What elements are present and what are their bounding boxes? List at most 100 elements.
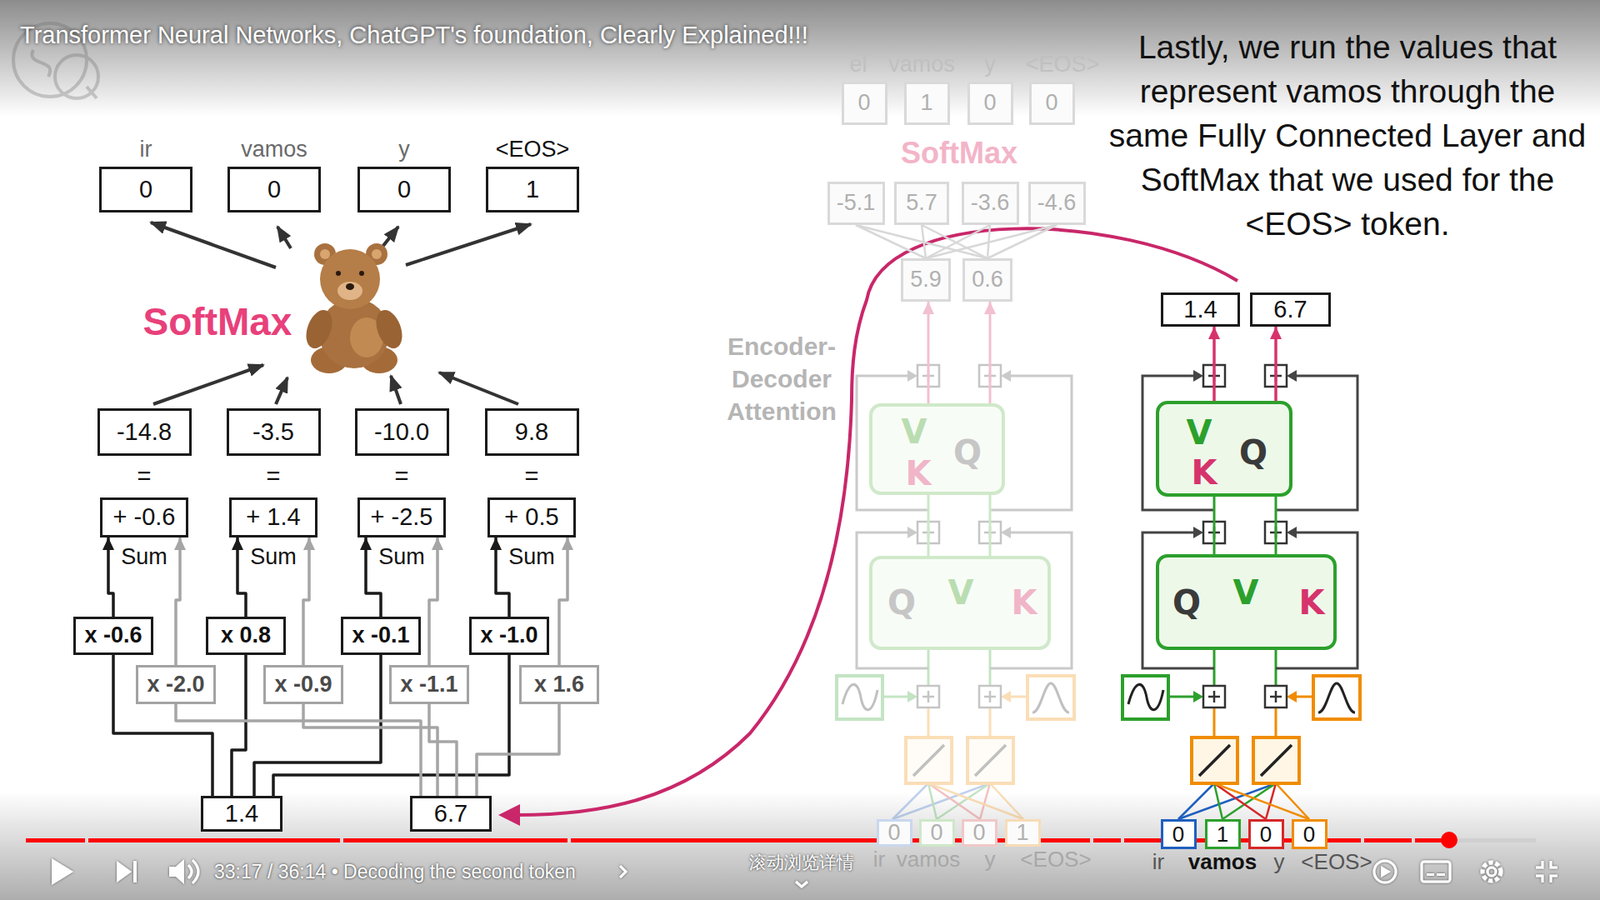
value-text: x 1.6 <box>534 672 585 698</box>
section-label: Encoder- Decoder Attention <box>719 330 845 428</box>
faded-value-box: 0vamos <box>919 819 955 847</box>
softmax-arrows <box>405 224 531 265</box>
value-text: 0 <box>930 820 943 846</box>
softmax-arrows <box>382 226 399 247</box>
token-label: vamos <box>240 137 308 163</box>
value-box: -3.5 <box>226 408 321 456</box>
token-label: y <box>1274 850 1285 875</box>
connector-line <box>987 225 1057 259</box>
value-box: 9.8 <box>485 408 580 456</box>
faded-value-box: -3.6 <box>961 181 1020 225</box>
progress-bar <box>88 838 340 843</box>
value-text: + 1.4 <box>245 504 300 531</box>
connector-line <box>989 301 992 404</box>
connector <box>987 225 990 259</box>
token-label: y <box>985 847 996 872</box>
progress-bar <box>1440 831 1458 849</box>
value-text: 9.8 <box>515 419 549 446</box>
decoder <box>1122 365 1360 820</box>
connector <box>174 537 186 665</box>
progress-bar <box>25 838 85 843</box>
connector <box>922 301 935 404</box>
player-controls <box>192 860 199 884</box>
progress-bar <box>343 838 568 843</box>
token-label: vamos <box>888 52 955 78</box>
value-text: x -0.6 <box>84 623 142 649</box>
connector <box>360 537 381 617</box>
value-text: x -0.1 <box>351 623 410 649</box>
faded-value-box: -4.6 <box>1028 181 1086 225</box>
value-text: 1 <box>1216 822 1229 847</box>
value-text: 0 <box>267 176 281 204</box>
value-text: x 0.8 <box>220 623 271 649</box>
value-box: + 0.5 <box>487 497 576 538</box>
attention-letter: V <box>1233 574 1260 611</box>
progress-bar <box>1364 838 1412 843</box>
connector-line <box>175 537 180 665</box>
connector <box>1208 326 1220 401</box>
value-box: + 1.4 <box>229 497 318 538</box>
value-box: + -0.6 <box>100 497 189 538</box>
connector <box>1270 326 1282 401</box>
connector-line <box>925 225 990 259</box>
connector <box>984 301 996 404</box>
value-box: vamos0 <box>227 166 321 213</box>
connector <box>987 225 1057 259</box>
value-text: -3.6 <box>970 190 1010 216</box>
connector <box>921 225 988 259</box>
teddy-bear <box>301 306 338 353</box>
value-text: 0 <box>1260 822 1272 847</box>
teddy-bear <box>320 249 330 260</box>
value-text: 6.7 <box>434 800 468 828</box>
connector-line <box>921 225 988 259</box>
faded-attention-box: VKQ <box>869 403 1005 495</box>
teddy-bear <box>345 283 355 290</box>
arrowhead <box>431 537 444 550</box>
connector-line <box>429 537 438 665</box>
value-text: 0 <box>983 90 996 116</box>
connector <box>175 704 421 796</box>
faded-value-box: <EOS>0 <box>1029 81 1075 125</box>
attention-letter: K <box>905 455 932 492</box>
connector-line <box>1213 496 1216 555</box>
connector <box>928 495 930 556</box>
attention-letter: K <box>1011 584 1038 621</box>
input-box: 1vamos <box>1205 819 1241 850</box>
faded-value-box: y0 <box>967 81 1014 125</box>
equals-sign: = <box>525 462 540 490</box>
weight-box: x -1.0 <box>469 616 550 655</box>
arrowhead <box>360 537 372 550</box>
input-box: 0y <box>1248 819 1285 850</box>
faded-attention-box: QVK <box>869 555 1051 650</box>
token-label: <EOS> <box>1025 52 1100 78</box>
arrowhead <box>922 301 935 315</box>
attention-letter: K <box>1191 454 1218 491</box>
connector-line <box>303 537 310 665</box>
value-box: -10.0 <box>355 408 450 456</box>
connector <box>303 537 315 665</box>
value-text: 5.9 <box>910 267 942 293</box>
sum-label: Sum <box>120 544 168 570</box>
value-text: + -2.5 <box>370 504 434 531</box>
value-box: -14.8 <box>97 408 192 456</box>
arrowhead <box>102 537 115 550</box>
weight-box: x 0.8 <box>205 616 286 655</box>
weight-box: x 1.6 <box>519 665 600 705</box>
faded-value-box: 0.6 <box>962 258 1013 302</box>
faded-value-box: el0 <box>841 81 888 125</box>
channel-logo <box>86 86 97 99</box>
token-label: ir <box>1152 850 1165 875</box>
value-text: 0 <box>857 90 870 116</box>
teddy-bear <box>359 270 365 276</box>
attention-letter: V <box>1186 414 1213 451</box>
value-text: 1.4 <box>225 800 259 828</box>
callout-text: Lastly, we run the values that represent… <box>1101 25 1594 246</box>
faded-value-box: -5.1 <box>827 181 885 225</box>
player-controls <box>1380 865 1391 878</box>
token-label: ir <box>873 847 885 872</box>
connector-line <box>1275 496 1278 555</box>
connector-line <box>303 704 438 796</box>
player-controls <box>116 860 132 883</box>
attention-box: QVK <box>1155 554 1337 650</box>
